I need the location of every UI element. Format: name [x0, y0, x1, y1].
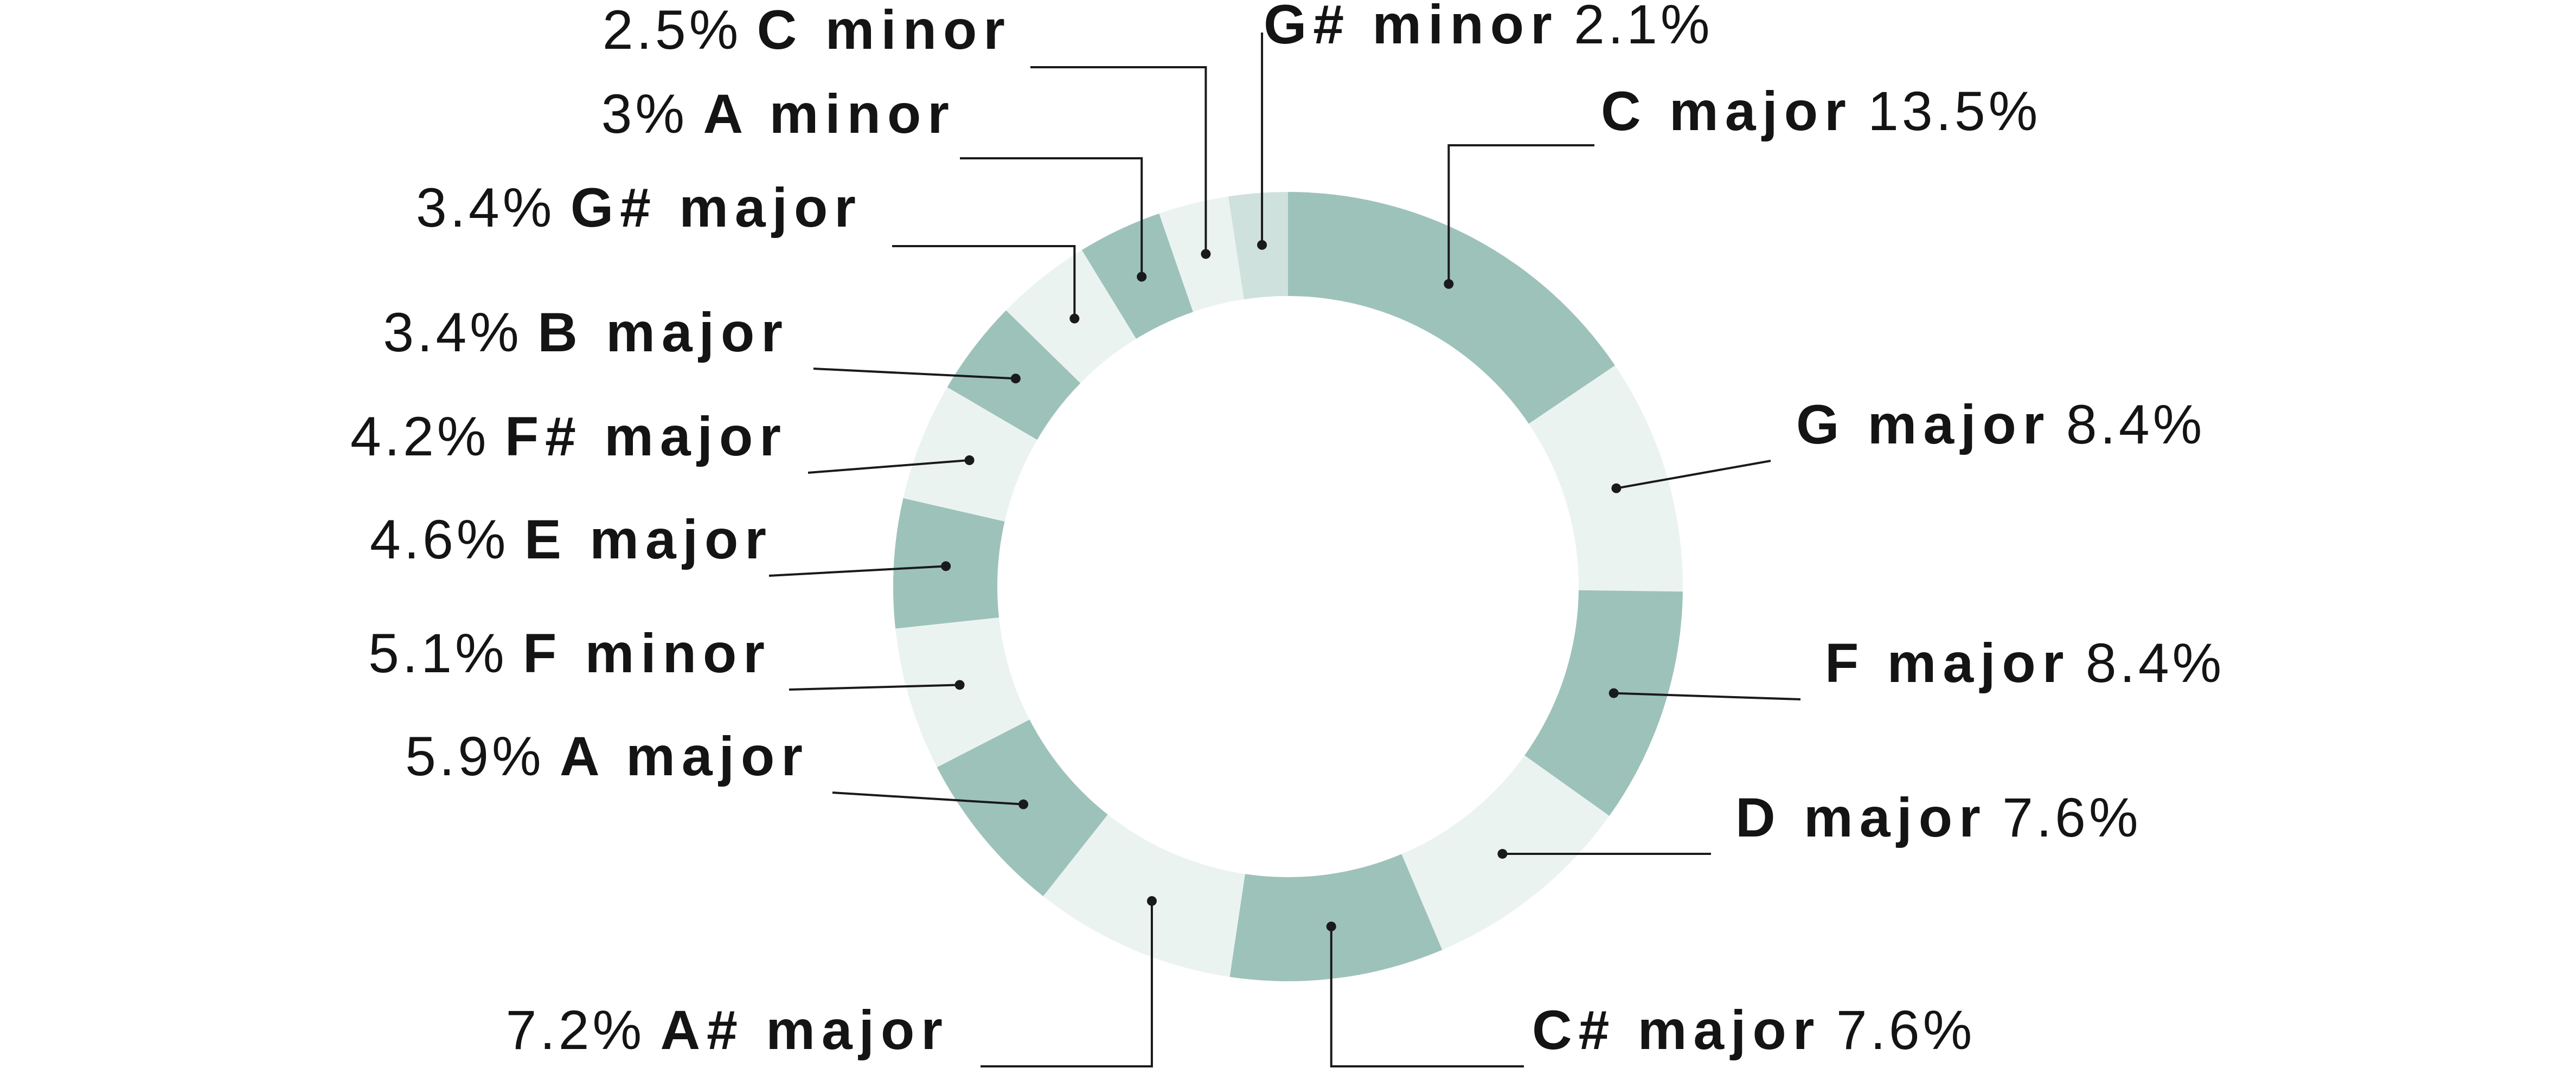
leader-line — [1613, 692, 1801, 700]
leader-line — [768, 565, 946, 577]
slice-labels: C major 13.5%G major 8.4%F major 8.4%D m… — [350, 0, 2225, 1061]
leader-line — [1447, 144, 1594, 284]
slice-label-percent: 7.6% — [1836, 999, 1976, 1061]
slice-label-name: B major — [537, 301, 789, 363]
slice-label-name: G# major — [571, 177, 862, 239]
label-gap — [1853, 80, 1868, 142]
slice-label-percent: 4.6% — [370, 509, 509, 570]
slice-label-name: A minor — [703, 83, 956, 145]
slice-label-name: A# major — [661, 999, 950, 1061]
slice-label: 4.6% E major — [370, 509, 773, 570]
slice-label-name: C major — [1601, 80, 1853, 142]
leader-line — [808, 459, 970, 474]
slice-f-minor — [895, 617, 1030, 768]
slice-label: 5.9% A major — [405, 725, 809, 787]
slice-label-name: A major — [560, 725, 809, 787]
label-gap — [508, 622, 523, 684]
slice-label: 3.4% G# major — [416, 177, 862, 239]
slice-label-percent: 2.5% — [603, 0, 742, 61]
leader-line — [789, 684, 960, 691]
slice-label-name: C minor — [757, 0, 1011, 61]
slice-label-percent: 7.6% — [2002, 787, 2142, 848]
label-gap — [2050, 394, 2066, 455]
slice-g-major — [1528, 365, 1683, 592]
label-gap — [490, 406, 505, 467]
label-gap — [2070, 632, 2085, 694]
leader-line — [832, 792, 1024, 806]
slice-c-major — [1288, 192, 1616, 424]
slice-label: 3% A minor — [601, 83, 956, 145]
label-gap — [645, 999, 660, 1061]
label-gap — [1987, 787, 2002, 848]
slice-label: 4.2% F# major — [350, 406, 787, 467]
slice-label: 5.1% F minor — [368, 622, 771, 684]
slice-label-percent: 3.4% — [383, 301, 522, 363]
slice-f-major — [903, 387, 1037, 522]
slice-label-percent: 8.4% — [2086, 632, 2225, 694]
label-gap — [1559, 0, 1574, 55]
slice-label-name: G# minor — [1264, 0, 1559, 55]
slice-label-percent: 3.4% — [416, 177, 555, 239]
leader-line — [1330, 926, 1524, 1067]
leader-line — [1616, 460, 1771, 490]
slice-label-name: E major — [524, 509, 773, 570]
slice-label-percent: 5.1% — [368, 622, 508, 684]
leader-line — [960, 157, 1143, 277]
slice-label-name: G major — [1796, 394, 2050, 455]
slice-label: D major 7.6% — [1735, 787, 2142, 848]
label-gap — [509, 509, 524, 570]
slice-label-percent: 5.9% — [405, 725, 544, 787]
slice-label-name: F major — [1825, 632, 2070, 694]
slice-label: C# major 7.6% — [1532, 999, 1975, 1061]
slice-label-percent: 2.1% — [1574, 0, 1713, 55]
slice-label-name: D major — [1735, 787, 1987, 848]
slice-label-percent: 8.4% — [2066, 394, 2206, 455]
slice-label-percent: 4.2% — [350, 406, 490, 467]
leader-lines — [768, 33, 1801, 1067]
leader-line — [813, 368, 1016, 380]
slice-label-name: F minor — [523, 622, 771, 684]
slice-label: 2.5% C minor — [603, 0, 1011, 61]
slice-label-name: F# major — [505, 406, 787, 467]
label-gap — [555, 177, 570, 239]
slice-label: 3.4% B major — [383, 301, 789, 363]
slice-label: F major 8.4% — [1825, 632, 2225, 694]
slice-label-name: C# major — [1532, 999, 1821, 1061]
label-gap — [1821, 999, 1836, 1061]
slice-c-major — [1229, 854, 1443, 981]
slice-label-percent: 13.5% — [1868, 80, 2041, 142]
label-gap — [544, 725, 560, 787]
donut-slices — [893, 192, 1683, 981]
slice-a-major — [1043, 814, 1245, 977]
label-gap — [522, 301, 537, 363]
slice-f-major — [1524, 590, 1683, 816]
label-gap — [741, 0, 757, 61]
leader-line — [981, 900, 1153, 1067]
slice-label: G major 8.4% — [1796, 394, 2205, 455]
slice-label-percent: 7.2% — [506, 999, 645, 1061]
slice-label: G# minor 2.1% — [1264, 0, 1713, 55]
slice-label: C major 13.5% — [1601, 80, 2041, 142]
leader-line — [892, 245, 1076, 319]
slice-label: 7.2% A# major — [506, 999, 949, 1061]
label-gap — [688, 83, 703, 145]
leader-line — [1030, 66, 1207, 254]
slice-label-percent: 3% — [601, 83, 688, 145]
